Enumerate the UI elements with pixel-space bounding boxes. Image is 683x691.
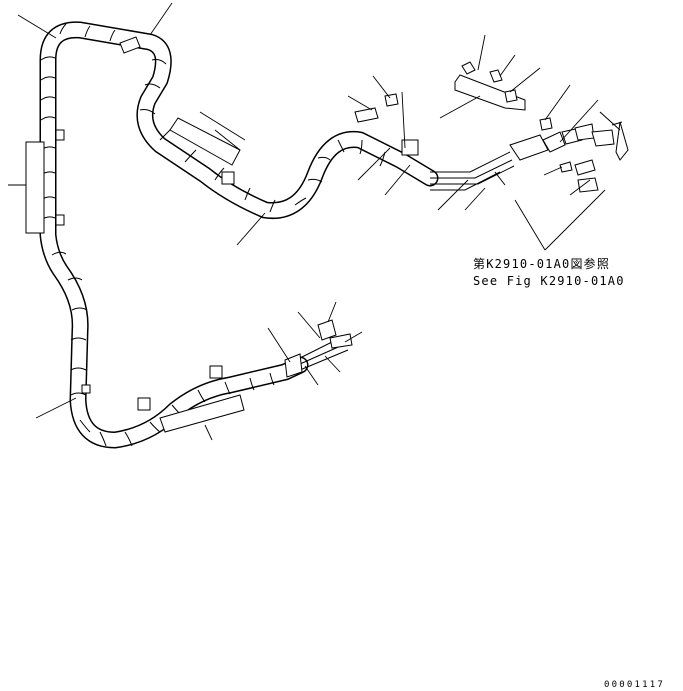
clamp-lower [137,397,151,411]
reference-note-english: See Fig K2910-01A0 [473,274,625,288]
mounting-bracket [354,61,599,193]
harness-clamps [55,36,235,411]
bolt-4 [539,117,553,131]
bracket-tab [401,139,419,156]
reference-note-japanese: 第K2910-01A0図参照 [473,257,611,271]
clamp-left-upper [55,129,65,141]
sleeve-lower [159,394,245,433]
protective-sleeves [25,117,245,433]
bolt-6 [384,93,399,107]
clamp-top [119,36,141,54]
bolt-5 [354,107,379,123]
connector-branch-lower [284,319,353,378]
bolt-2 [489,69,503,83]
clamp-lower-right [209,365,223,379]
bolt-8 [574,159,596,176]
connector-branch-right [430,111,629,191]
clamp-mid [221,171,235,185]
bolt-3 [504,89,518,103]
harness-main-body [39,21,439,449]
clamp-left-lower [55,214,65,226]
bolt-9 [577,177,599,193]
figure-code: 00001117 [604,680,665,690]
clamp-lower-left [81,384,91,394]
harness-core [41,22,437,447]
leader-lines [8,2,606,441]
bolt-7 [559,161,573,173]
sleeve-left [25,141,45,234]
bolt-1 [461,61,476,75]
